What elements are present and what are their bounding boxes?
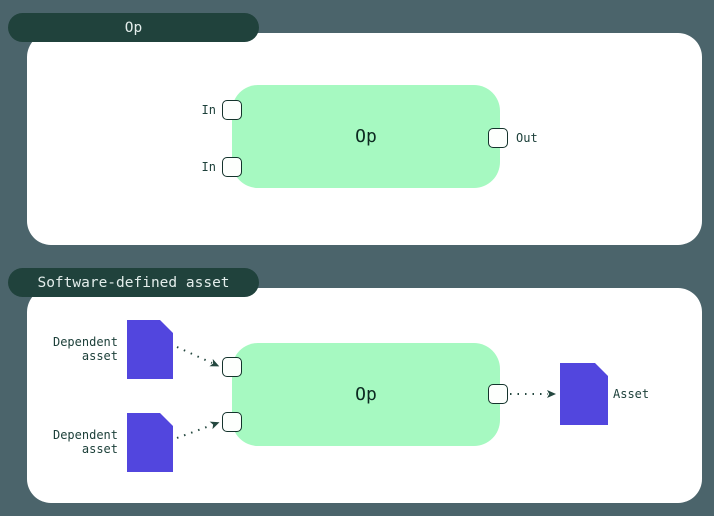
op-input-port-2 [222, 157, 242, 177]
sda-input-port-1 [222, 357, 242, 377]
section-title-op: Op [8, 13, 259, 42]
sda-op-node-label: Op [355, 384, 377, 405]
output-label: Out [516, 131, 538, 145]
section-title-sda-text: Software-defined asset [37, 274, 230, 291]
sda-op-node: Op [232, 343, 500, 446]
dependent-asset-document-icon-1 [127, 320, 173, 379]
dependent-asset-label-2: Dependent asset [52, 428, 118, 456]
asset-label: Asset [613, 387, 650, 401]
section-title-sda: Software-defined asset [8, 268, 259, 297]
dependent-asset-label-1: Dependent asset [52, 335, 118, 363]
asset-document-icon [560, 363, 608, 425]
sda-output-port [488, 384, 508, 404]
input-label-1: In [201, 103, 216, 117]
op-output-port [488, 128, 508, 148]
section-title-op-text: Op [124, 19, 143, 36]
op-input-port-1 [222, 100, 242, 120]
input-label-2: In [201, 160, 216, 174]
dependent-asset-document-icon-2 [127, 413, 173, 472]
op-node-label: Op [355, 126, 377, 147]
sda-input-port-2 [222, 412, 242, 432]
op-node: Op [232, 85, 500, 188]
